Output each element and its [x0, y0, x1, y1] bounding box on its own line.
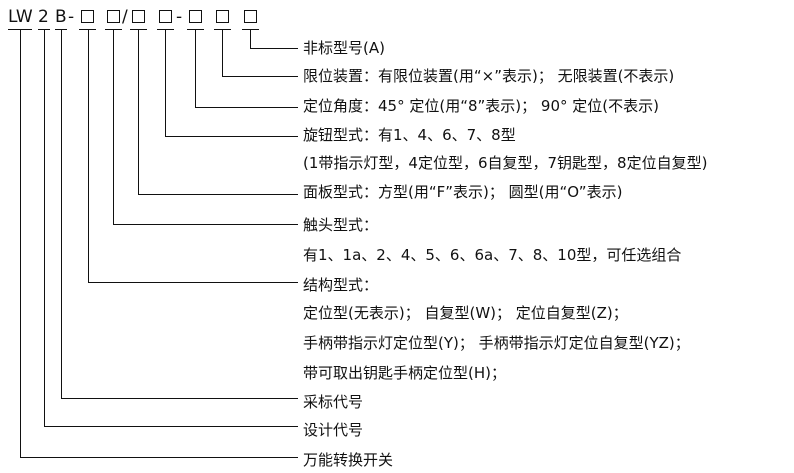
leader-h-4: [165, 136, 298, 138]
label-contact-type: 触头型式：: [303, 216, 379, 234]
leader-v-10: [20, 30, 22, 458]
label-positioning-angle: 定位角度：45° 定位(用“8”表示)； 90° 定位(不表示): [303, 97, 659, 115]
label-structure-type: 结构型式：: [303, 276, 379, 294]
underline-box-5: [187, 29, 204, 31]
leader-v-6: [113, 30, 115, 225]
underline-lw: [8, 29, 32, 31]
leader-h-9: [44, 426, 298, 428]
leader-v-2: [222, 30, 224, 77]
underline-b: [55, 29, 67, 31]
label-knob-type-detail: (1带指示灯型，4定位型，6自复型，7钥匙型，8定位自复型): [303, 154, 708, 172]
placeholder-box-7: [244, 10, 257, 23]
leader-h-10: [20, 457, 298, 459]
label-design-code: 设计代号: [303, 421, 364, 439]
placeholder-box-3: [132, 10, 145, 23]
code-dash-2: -: [176, 7, 183, 27]
leader-v-8: [61, 30, 63, 399]
underline-box-2: [105, 29, 122, 31]
leader-h-6: [113, 224, 298, 226]
leader-h-8: [61, 398, 298, 400]
code-b: B: [55, 7, 67, 27]
leader-v-9: [44, 30, 46, 427]
leader-v-1: [250, 30, 252, 49]
label-limit-device: 限位装置：有限位装置(用“×”表示)； 无限装置(不表示): [303, 67, 675, 85]
underline-box-6: [214, 29, 231, 31]
placeholder-box-5: [189, 10, 202, 23]
underline-box-1: [79, 29, 96, 31]
underline-box-7: [242, 29, 259, 31]
label-standard-code: 采标代号: [303, 393, 364, 411]
leader-v-7: [88, 30, 90, 283]
label-structure-detail-1: 定位型(无表示)； 自复型(W)； 定位自复型(Z)；: [303, 304, 628, 322]
placeholder-box-4: [159, 10, 172, 23]
placeholder-box-1: [81, 10, 94, 23]
underline-2: [38, 29, 50, 31]
code-dash: -: [68, 7, 75, 27]
label-knob-type: 旋钮型式：有1、4、6、7、8型: [303, 126, 516, 144]
leader-h-5: [138, 194, 298, 196]
placeholder-box-2: [107, 10, 120, 23]
leader-h-7: [88, 282, 298, 284]
label-structure-detail-2: 手柄带指示灯定位型(Y)； 手柄带指示灯定位自复型(YZ)；: [303, 334, 690, 352]
label-universal-switch: 万能转换开关: [303, 451, 394, 469]
label-contact-type-detail: 有1、1a、2、4、5、6、6a、7、8、10型，可任选组合: [303, 246, 682, 264]
code-2: 2: [38, 7, 49, 27]
leader-h-3: [195, 107, 298, 109]
leader-v-4: [165, 30, 167, 137]
label-structure-detail-3: 带可取出钥匙手柄定位型(H)；: [303, 364, 506, 382]
leader-h-1: [250, 48, 298, 50]
code-slash: /: [122, 7, 128, 27]
leader-v-3: [195, 30, 197, 108]
label-nonstandard: 非标型号(A): [303, 39, 385, 57]
leader-v-5: [138, 30, 140, 195]
placeholder-box-6: [216, 10, 229, 23]
underline-box-3: [130, 29, 147, 31]
leader-h-2: [222, 76, 298, 78]
code-lw: LW: [8, 7, 33, 27]
underline-box-4: [157, 29, 174, 31]
label-panel-type: 面板型式：方型(用“F”表示)； 圆型(用“O”表示): [303, 183, 623, 201]
